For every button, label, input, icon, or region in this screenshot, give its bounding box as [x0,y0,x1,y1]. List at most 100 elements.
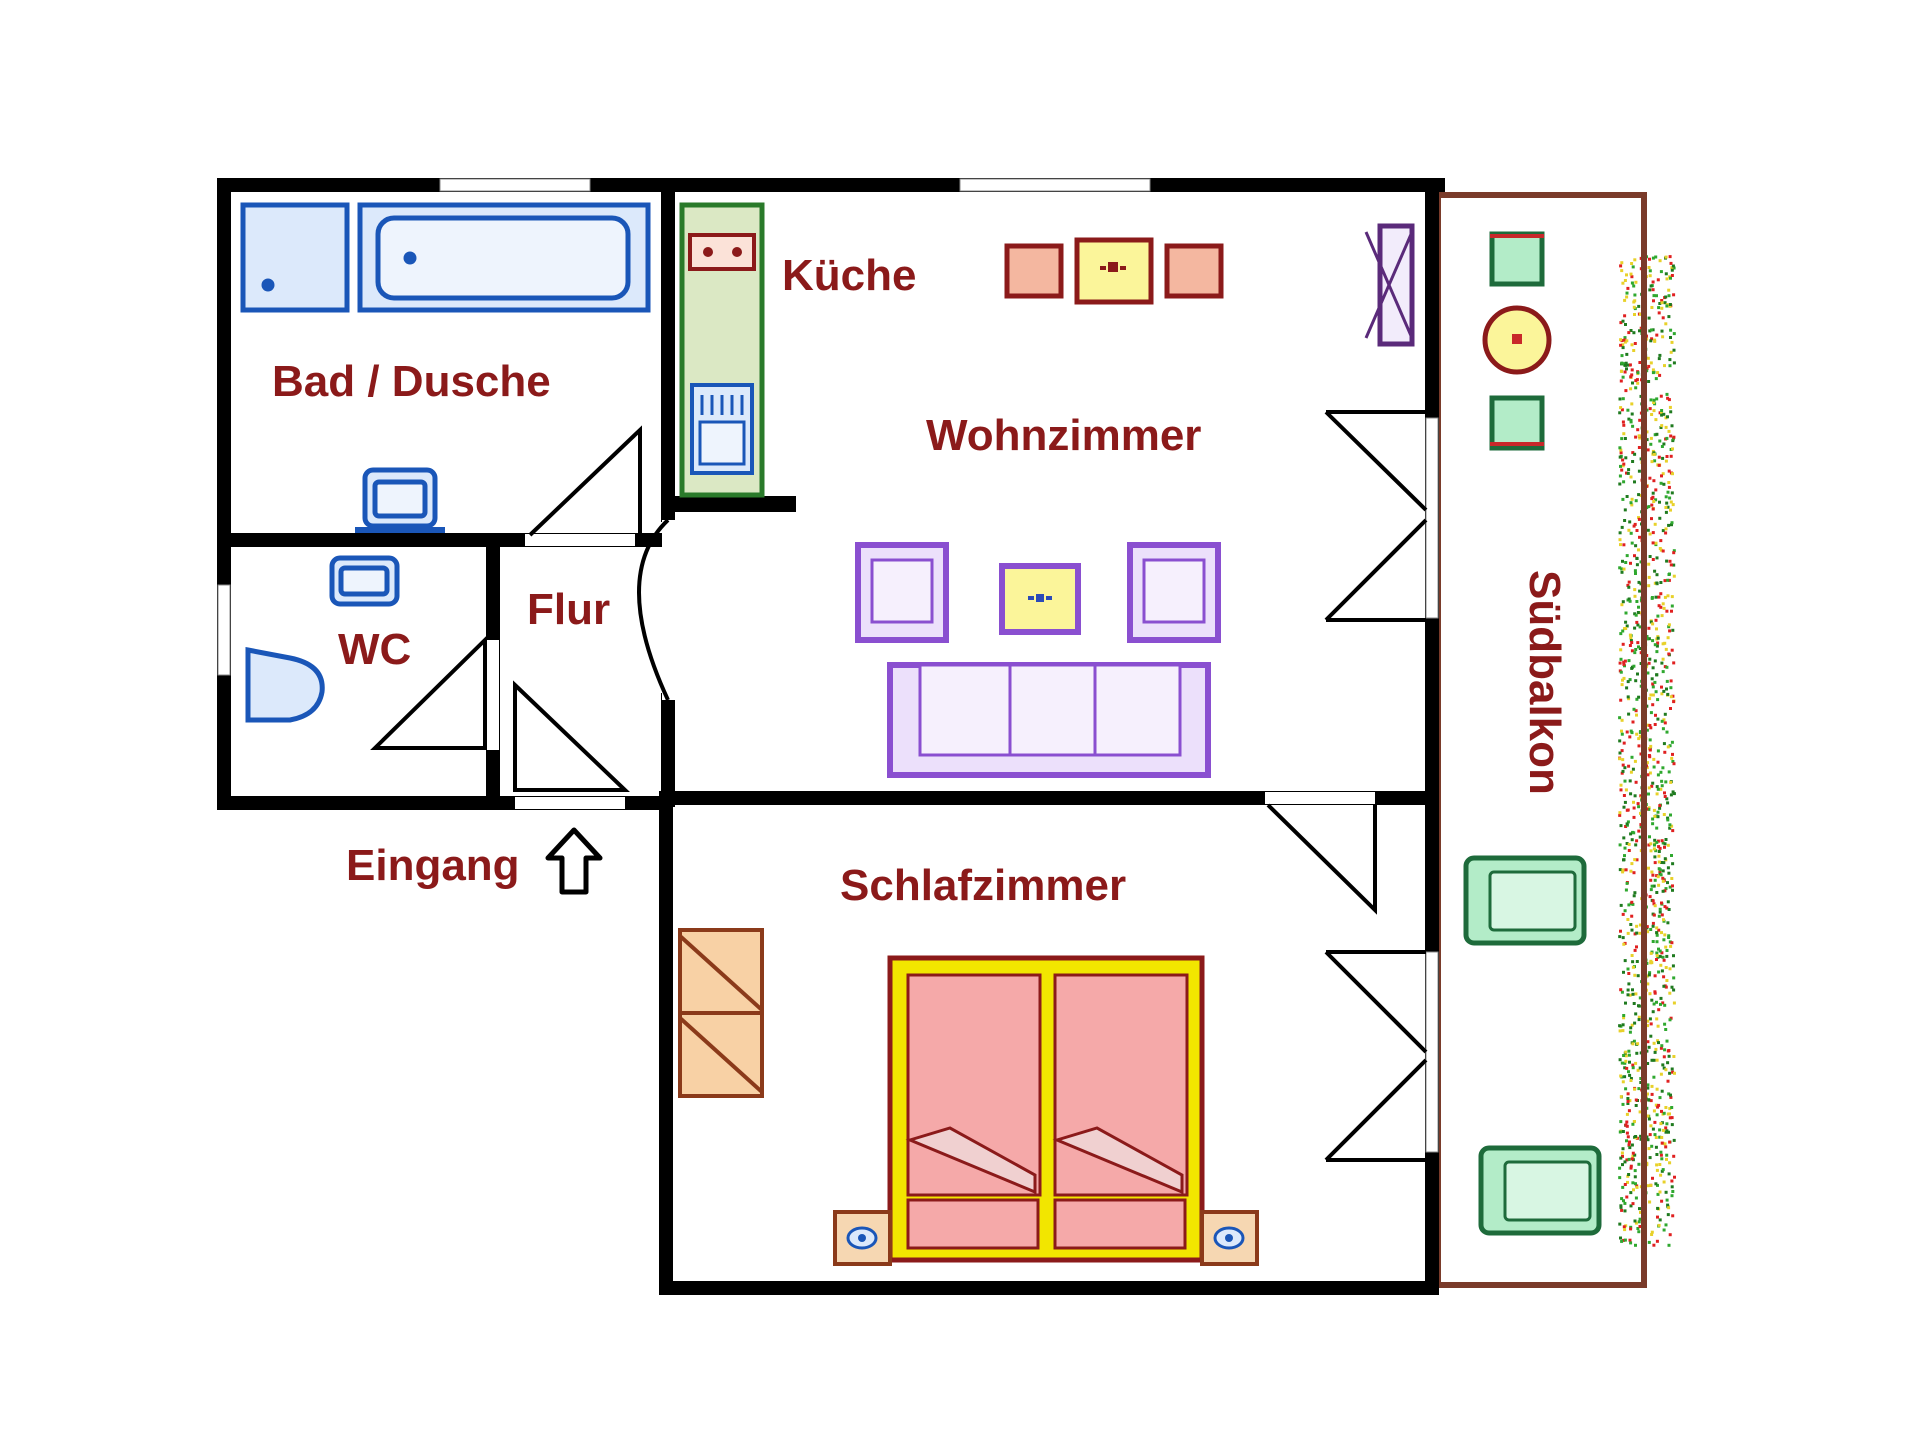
plant-dot [1634,435,1638,439]
plant-dot [1666,816,1670,820]
plant-dot [1634,1196,1638,1200]
plant-dot [1649,1124,1653,1128]
plant-dot [1652,1058,1656,1062]
plant-dot [1651,328,1655,332]
plant-dot [1618,538,1622,542]
plant-dot [1647,792,1650,796]
plant-dot [1633,1021,1637,1025]
plant-dot [1663,1048,1667,1052]
plant-dot [1662,975,1666,979]
plant-dot [1646,1024,1650,1028]
plant-dot [1650,413,1654,416]
plant-dot [1667,429,1671,433]
plant-dot [1664,1106,1668,1109]
plant-dot [1663,750,1667,754]
plant-dot [1635,600,1639,603]
plant-dot [1672,988,1676,992]
plant-dot [1619,1120,1623,1124]
plant-dot [1621,458,1625,462]
plant-dot [1630,1023,1634,1027]
plant-dot [1635,529,1639,532]
plant-dot [1629,1079,1633,1082]
plant-dot [1663,933,1667,937]
plant-dot [1624,456,1628,460]
plant-dot [1623,338,1627,342]
plant-dot [1638,835,1642,839]
plant-dot [1621,1163,1624,1167]
plant-dot [1618,813,1622,817]
plant-dot [1664,985,1668,989]
plant-dot [1672,700,1676,704]
plant-dot [1646,1019,1650,1023]
plant-dot [1656,1105,1660,1109]
plant-dot [1660,901,1663,905]
plant-dot [1649,284,1653,288]
plant-dot [1619,321,1623,325]
plant-dot [1660,719,1664,723]
plant-dot [1666,866,1670,870]
kitchen-wall-stub [668,496,796,512]
plant-dot [1626,988,1630,992]
plant-dot [1669,944,1673,948]
plant-dot [1670,756,1674,760]
plant-dot [1628,644,1632,647]
plant-dot [1650,784,1654,788]
plant-dot [1658,302,1662,305]
plant-dot [1635,1051,1639,1055]
plant-dot [1648,971,1652,975]
plant-dot [1670,648,1674,652]
plant-dot [1658,804,1662,808]
plant-dot [1636,381,1640,385]
plant-dot [1646,1184,1650,1188]
plant-dot [1638,923,1642,927]
plant-dot [1672,661,1676,665]
plant-dot [1638,996,1642,1000]
plant-dot [1650,1230,1654,1234]
plant-dot [1630,914,1634,918]
plant-dot [1655,785,1659,789]
plant-dot [1636,1068,1640,1072]
plant-dot [1669,695,1673,699]
plant-dot [1656,839,1660,843]
plant-dot [1660,306,1664,310]
plant-dot [1649,842,1653,846]
plant-dot [1630,497,1634,501]
plant-dot [1636,672,1639,676]
plant-dot [1653,878,1657,882]
plant-dot [1625,1124,1629,1128]
plant-dot [1658,1190,1662,1194]
plant-dot [1664,322,1668,326]
plant-dot [1663,857,1667,861]
plant-dot [1630,368,1634,372]
plant-dot [1660,1089,1664,1093]
plant-dot [1664,1130,1668,1134]
plant-dot [1667,578,1671,582]
plant-dot [1631,381,1634,385]
plant-dot [1657,455,1661,459]
plant-dot [1666,1079,1670,1083]
plant-dot [1625,686,1629,690]
plant-dot [1648,288,1652,292]
plant-dot [1657,854,1661,858]
plant-dot [1620,468,1624,472]
plant-dot [1629,1241,1633,1245]
plant-dot [1668,559,1672,563]
plant-dot [1667,770,1671,774]
plant-dot [1635,732,1639,736]
plant-dot [1672,563,1676,567]
plant-dot [1656,278,1660,282]
plant-dot [1633,891,1637,895]
plant-dot [1650,306,1654,309]
plant-dot [1622,423,1626,427]
plant-dot [1670,1179,1674,1183]
plant-dot [1620,732,1624,736]
plant-dot [1665,906,1669,910]
plant-dot [1638,329,1641,333]
plant-dot [1668,823,1672,827]
plant-dot [1671,472,1674,476]
plant-dot [1619,1156,1623,1160]
plant-dot [1638,361,1642,364]
plant-dot [1645,728,1649,732]
plant-dot [1632,349,1636,352]
plant-dot [1625,881,1629,885]
